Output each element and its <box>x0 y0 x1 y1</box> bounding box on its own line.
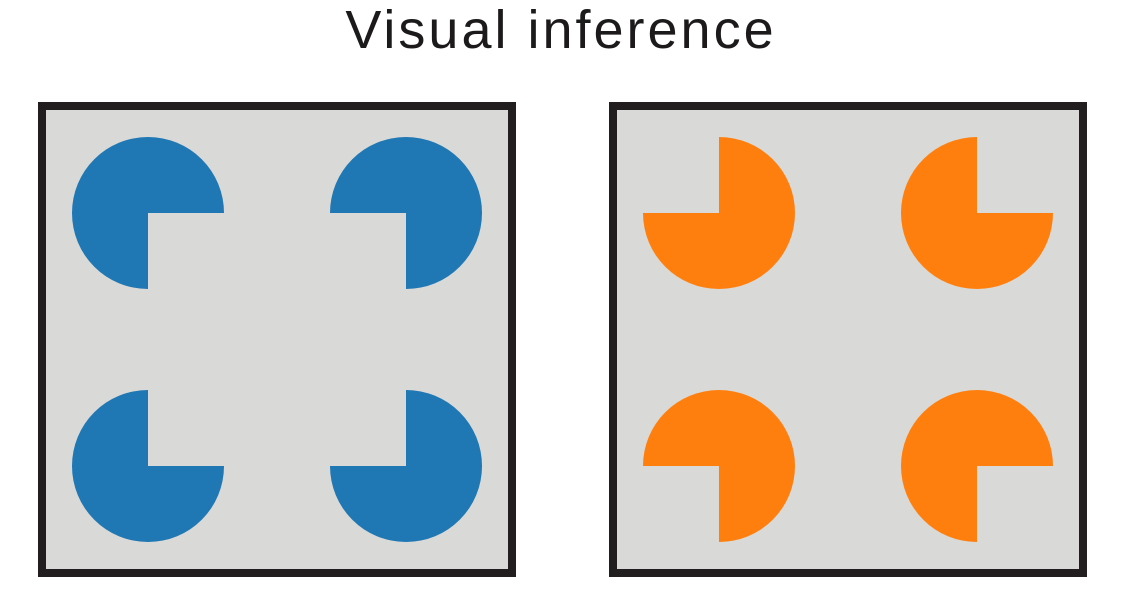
pacman-shape <box>330 137 482 289</box>
panel-control-no-illusion <box>609 102 1087 577</box>
pacman-shape <box>643 390 795 542</box>
pacman-shape <box>72 137 224 289</box>
pacman-disc-top-right <box>330 137 482 289</box>
pacman-disc-bottom-left <box>72 390 224 542</box>
pacman-shape <box>901 390 1053 542</box>
pacman-disc-bottom-left <box>643 390 795 542</box>
figure-title: Visual inference <box>345 0 777 60</box>
pacman-shape <box>72 390 224 542</box>
pacman-disc-top-right <box>901 137 1053 289</box>
pacman-disc-bottom-right <box>901 390 1053 542</box>
panel-kanizsa-illusory-square <box>38 102 516 577</box>
pacman-shape <box>643 137 795 289</box>
pacman-disc-bottom-right <box>330 390 482 542</box>
pacman-shape <box>901 137 1053 289</box>
pacman-disc-top-left <box>643 137 795 289</box>
pacman-shape <box>330 390 482 542</box>
pacman-disc-top-left <box>72 137 224 289</box>
